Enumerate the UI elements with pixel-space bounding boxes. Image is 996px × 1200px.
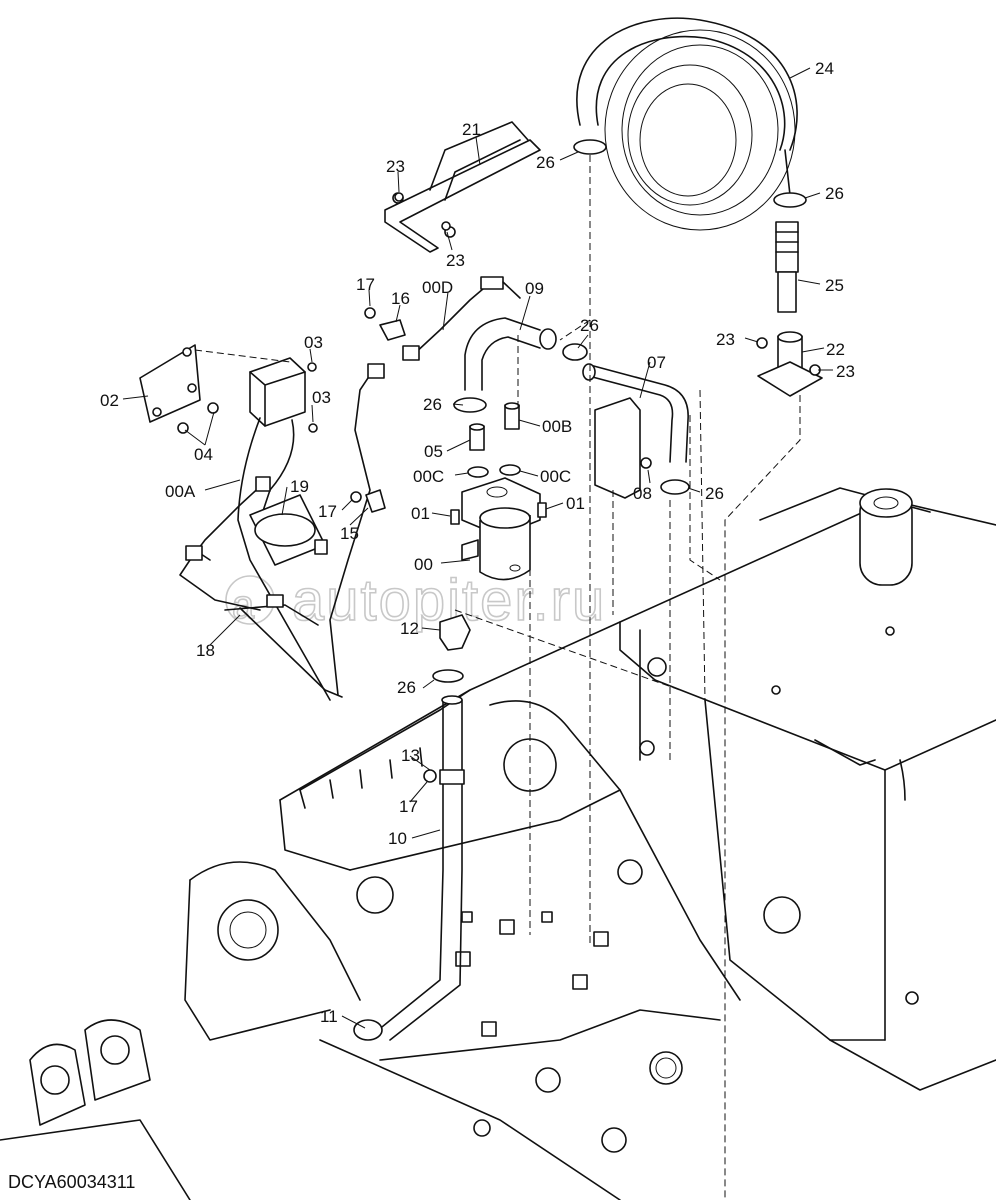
callout-08: 08 <box>633 484 652 503</box>
callout-00A: 00A <box>165 482 196 501</box>
swing-frame <box>0 621 741 1200</box>
callout-26-lower: 26 <box>397 678 416 697</box>
hoses <box>464 317 689 463</box>
callout-23-upper: 23 <box>386 157 405 176</box>
fitting-pipe <box>573 139 823 397</box>
callout-21: 21 <box>462 120 481 139</box>
callout-25: 25 <box>825 276 844 295</box>
clamps <box>432 343 690 683</box>
callout-00B: 00B <box>542 417 572 436</box>
callout-00: 00 <box>414 555 433 574</box>
fuse-holder <box>249 494 328 566</box>
bracket-02 <box>139 344 201 423</box>
callouts: 24 21 23 26 26 23 25 17 16 00D 09 26 23 … <box>100 59 855 1026</box>
callout-09: 09 <box>525 279 544 298</box>
callout-07: 07 <box>647 353 666 372</box>
leader-lines <box>122 67 833 1029</box>
callout-23-lower: 23 <box>446 251 465 270</box>
callout-00D: 00D <box>422 278 453 297</box>
callout-11: 11 <box>320 1007 338 1026</box>
callout-02: 02 <box>100 391 119 410</box>
hose-coil <box>576 17 798 231</box>
frame-structure <box>619 487 996 1091</box>
callout-03-upper: 03 <box>304 333 323 352</box>
bracket-21 <box>384 121 541 253</box>
callout-26-center: 26 <box>580 316 599 335</box>
callout-26-left-upper: 26 <box>536 153 555 172</box>
drawing-code: DCYA60034311 <box>8 1172 136 1192</box>
callout-22: 22 <box>826 340 845 359</box>
guide-lines <box>194 155 801 1200</box>
callout-13: 13 <box>401 746 420 765</box>
callout-12: 12 <box>400 619 419 638</box>
callout-23-pipe-left: 23 <box>716 330 735 349</box>
callout-16: 16 <box>391 289 410 308</box>
callout-26-fitting: 26 <box>423 395 442 414</box>
callout-26-bracket: 26 <box>705 484 724 503</box>
suction-tube <box>353 695 465 1041</box>
bracket-plate <box>594 397 641 499</box>
callout-01-right: 01 <box>566 494 585 513</box>
callout-26-right-upper: 26 <box>825 184 844 203</box>
callout-18: 18 <box>196 641 215 660</box>
callout-24: 24 <box>815 59 834 78</box>
clip-parts <box>350 192 821 783</box>
callout-15: 15 <box>340 524 359 543</box>
callout-04: 04 <box>194 445 213 464</box>
callout-10: 10 <box>388 829 407 848</box>
callout-01-left: 01 <box>411 504 430 523</box>
wire-harness <box>179 276 521 701</box>
fittings <box>467 402 521 478</box>
pump-motor <box>450 477 547 581</box>
hose-clips <box>455 911 609 1037</box>
callout-17-lower: 17 <box>399 797 418 816</box>
callout-00C-right: 00C <box>540 467 571 486</box>
callout-03-lower: 03 <box>312 388 331 407</box>
callout-00C-left: 00C <box>413 467 444 486</box>
callout-19: 19 <box>290 477 309 496</box>
callout-23-pipe-right: 23 <box>836 362 855 381</box>
callout-05: 05 <box>424 442 443 461</box>
callout-17-mid: 17 <box>318 502 337 521</box>
callout-17-top: 17 <box>356 275 375 294</box>
elbow-fitting <box>439 614 471 651</box>
